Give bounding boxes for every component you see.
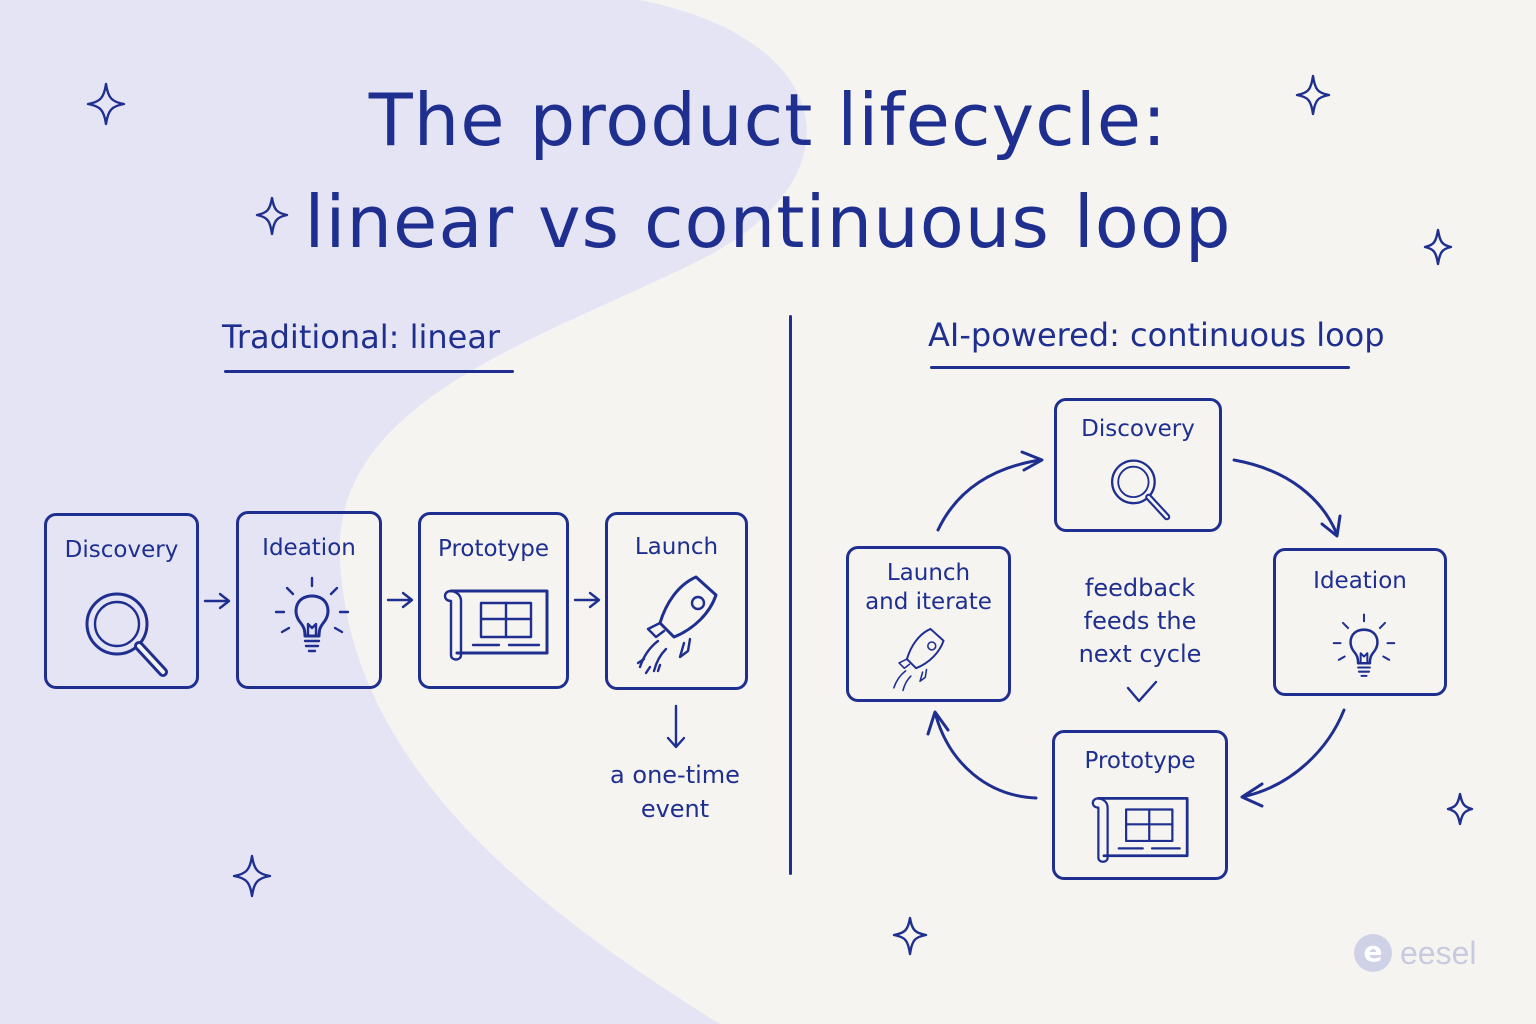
right-heading-underline [930,366,1350,369]
logo-mark: e [1354,934,1392,972]
linear-stage-prototype: Prototype [418,512,569,689]
rocket-icon [636,575,718,675]
left-heading-underline [224,370,514,373]
blueprint-icon [443,589,549,661]
blueprint-icon [1091,797,1189,863]
magnifier-icon [1110,459,1171,521]
linear-stage-launch: Launch [605,512,748,690]
loop-stage-label: Prototype [1084,748,1196,774]
page-title-line1: The product lifecycle: [368,78,1168,162]
linear-stage-label: Prototype [438,536,549,562]
one-time-event-note: a one-time event [600,758,750,826]
rocket-icon [893,627,945,692]
loop-stage-label: Discovery [1081,416,1195,442]
loop-stage-label: Ideation [1313,568,1407,594]
lightbulb-icon [1332,613,1396,677]
left-heading: Traditional: linear [222,318,501,356]
note-line: feedback [1084,574,1196,602]
linear-stage-label: Ideation [262,535,356,561]
note-line: a one-time [610,761,740,789]
linear-stage-label: Discovery [64,537,179,563]
note-line: event [640,795,710,823]
linear-stage-label: Launch [634,534,719,560]
right-heading: AI-powered: continuous loop [928,316,1385,354]
lightbulb-icon [274,576,350,653]
page-title-line2: linear vs continuous loop [304,180,1232,264]
feedback-note: feedback feeds the next cycle [1060,572,1220,671]
loop-stage-prototype: Prototype [1052,730,1228,880]
loop-stage-label: and iterate [865,589,992,615]
loop-stage-launch: Launch and iterate [846,546,1011,702]
loop-stage-ideation: Ideation [1273,548,1447,696]
note-line: feeds the [1083,607,1197,635]
eesel-logo: e eesel [1354,934,1477,972]
note-line: next cycle [1078,640,1202,668]
linear-stage-discovery: Discovery [44,513,199,689]
loop-stage-label: Launch [886,560,971,586]
loop-stage-discovery: Discovery [1054,398,1222,532]
linear-stage-ideation: Ideation [236,511,382,689]
logo-text: eesel [1400,934,1477,971]
magnifier-icon [85,592,168,677]
section-divider [789,315,792,875]
